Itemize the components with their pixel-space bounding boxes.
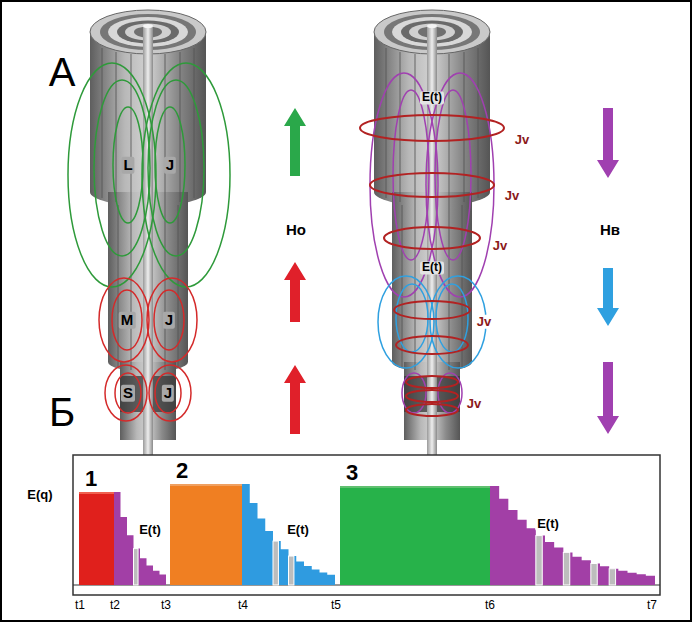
field-lines-red [112, 290, 142, 350]
field-lines-purple [402, 373, 426, 413]
pulse-bar: 2 [170, 484, 242, 585]
axis-label: E(t) [285, 523, 311, 537]
field-lines-purple [438, 373, 462, 413]
field-region-letter: S [121, 385, 135, 402]
field-lines-red [147, 278, 197, 362]
probe-bar [563, 552, 569, 585]
field-lines-red [105, 365, 147, 421]
field-symbol: E(t) [420, 261, 444, 274]
current-symbol: Jv [475, 315, 493, 329]
field-arrow [597, 362, 619, 434]
pulse-number: 3 [346, 461, 358, 485]
field-lines-red [99, 278, 197, 421]
current-rings [360, 115, 504, 416]
probe-bar [134, 549, 139, 585]
field-lines-red [149, 365, 191, 421]
field-symbol: Ho [284, 222, 308, 239]
pulse-number: 2 [176, 459, 188, 483]
field-lines-green [68, 63, 156, 287]
decay-staircase [242, 484, 335, 585]
field-symbol: E(t) [420, 91, 444, 104]
axis-label: E(t) [137, 523, 163, 537]
right-device [374, 10, 490, 456]
time-tick: t2 [108, 599, 122, 612]
probe-bar [591, 564, 597, 585]
probe-bar [609, 569, 615, 585]
current-rings [406, 404, 458, 416]
current-rings [394, 301, 470, 319]
time-tick: t3 [159, 599, 173, 612]
time-tick: t5 [329, 599, 343, 612]
field-arrow [284, 365, 306, 434]
field-lines-purple [370, 73, 494, 413]
probe-bar [289, 556, 294, 585]
current-rings [384, 227, 480, 249]
time-tick: t7 [645, 599, 659, 612]
field-lines-green [113, 107, 143, 223]
axis-label: E(t) [535, 517, 561, 531]
axis-label: E(q) [25, 488, 54, 502]
field-lines-green [68, 63, 230, 287]
field-region-letter: J [162, 385, 174, 402]
decay-staircase [114, 492, 166, 585]
current-symbol: Jv [513, 133, 531, 147]
chart-frame [73, 455, 660, 595]
probe-bar [536, 536, 542, 585]
current-rings [370, 173, 494, 197]
decay-staircase [490, 486, 655, 585]
time-tick: t4 [236, 599, 250, 612]
field-lines-red [115, 373, 141, 413]
field-lines-red [154, 290, 184, 350]
field-lines-green [155, 107, 185, 223]
current-rings [406, 390, 458, 402]
decay-staircase [114, 484, 655, 585]
current-symbol: Jv [491, 239, 509, 253]
field-arrow [284, 108, 306, 176]
field-arrow [284, 262, 306, 322]
time-tick: t1 [73, 599, 87, 612]
field-region-letter: J [164, 157, 176, 174]
panel-letter: А [47, 50, 78, 94]
field-region-letter: M [119, 312, 136, 329]
pulse-bar: 1 [79, 492, 114, 585]
pulse-number: 1 [85, 467, 97, 491]
panel-letter: Б [47, 390, 77, 434]
field-region-letter: J [163, 312, 175, 329]
field-lines-blue [378, 276, 486, 368]
field-lines-red [99, 278, 149, 362]
field-lines-green [142, 63, 230, 287]
time-tick: t6 [483, 599, 497, 612]
field-lines-red [155, 373, 181, 413]
field-region-letter: L [121, 157, 134, 174]
probe-bar [273, 541, 278, 585]
field-arrow [597, 108, 619, 178]
current-rings [360, 115, 504, 141]
current-rings [406, 376, 458, 388]
current-symbol: Jv [465, 397, 483, 411]
pulse-bar: 3 [340, 486, 490, 585]
field-arrow [597, 268, 619, 326]
current-symbol: Jv [503, 189, 521, 203]
current-rings [396, 336, 468, 354]
field-symbol: Hв [598, 222, 622, 239]
